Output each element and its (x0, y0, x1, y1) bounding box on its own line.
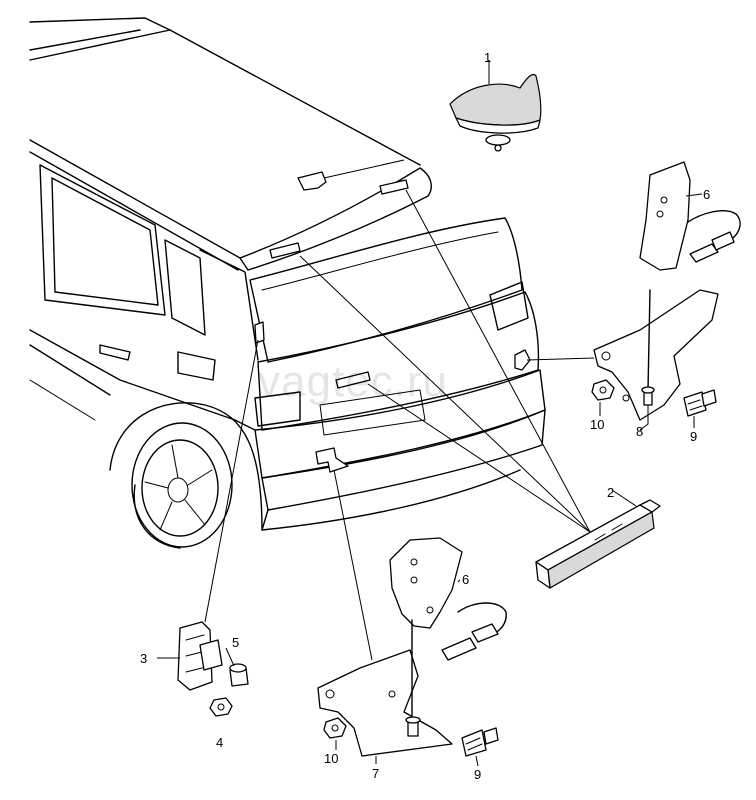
bolt-part-5 (229, 663, 249, 687)
callout-9a: 9 (690, 429, 697, 444)
callout-2: 2 (607, 485, 614, 500)
leader-lines (157, 60, 703, 767)
nut-part-4 (209, 697, 233, 717)
callout-9b: 9 (474, 767, 481, 782)
callout-8: 8 (636, 424, 643, 439)
callout-6a: 6 (703, 187, 710, 202)
callout-7: 7 (372, 766, 379, 781)
callout-1: 1 (484, 50, 491, 65)
callout-3: 3 (140, 651, 147, 666)
antenna-amplifier-part-2 (535, 499, 661, 589)
vehicle-body (29, 17, 546, 549)
mounting-location-markers (254, 171, 531, 473)
callout-10a: 10 (590, 417, 604, 432)
watermark-text: vagtec.ru (258, 357, 448, 406)
roof-antenna-part-1 (449, 73, 542, 152)
bracket-assembly-lower (317, 537, 507, 757)
callout-4: 4 (216, 735, 223, 750)
bracket-assembly-upper (591, 161, 741, 421)
callout-5: 5 (232, 635, 239, 650)
callout-6b: 6 (462, 572, 469, 587)
callout-10b: 10 (324, 751, 338, 766)
callout-labels: 1 2 3 4 5 6 6 7 8 9 9 10 10 (140, 50, 710, 782)
side-module-part-3 (177, 621, 223, 691)
